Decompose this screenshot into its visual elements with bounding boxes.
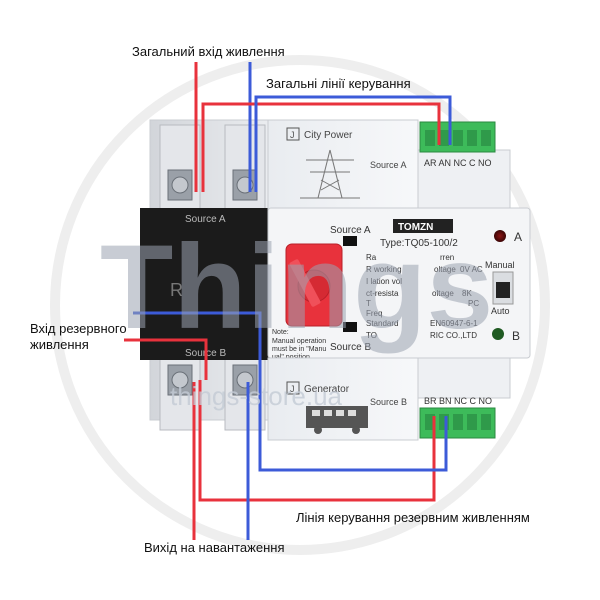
manufacturer: TO	[366, 331, 377, 340]
brand-logo: TOMZN	[398, 222, 433, 233]
city-power-logo-box	[286, 127, 300, 141]
generator-label: Generator	[304, 384, 350, 395]
manufacturer-b: RIC CO.,LTD	[430, 331, 477, 340]
label-backup-input-line2: живлення	[30, 337, 89, 352]
wire-main-control-red	[201, 102, 441, 192]
mode-switch-knob[interactable]	[496, 282, 510, 298]
indicator-a-led	[494, 230, 506, 242]
brand-logo-box	[393, 219, 453, 233]
wire-main-control-blue	[254, 95, 452, 192]
indicator-a-label: A	[514, 230, 522, 244]
spec-line4c: 8K	[462, 289, 472, 298]
terminal-block-b	[419, 407, 496, 439]
spec-line1b: rren	[440, 253, 454, 262]
wire-backup-input-red	[124, 338, 208, 380]
spec-line3: I lation vol	[366, 277, 402, 286]
label-backup-input-line1: Вхід резервного	[30, 321, 127, 336]
watermark-main: Things	[100, 220, 493, 354]
note-title: Note:	[272, 329, 289, 336]
power-tower-icon	[300, 149, 360, 199]
label-backup-input: Вхід резервного живлення	[30, 321, 127, 353]
spec-line2c: 0V AC	[460, 265, 483, 274]
note-line2: must be in "Manu	[272, 346, 326, 353]
lower-source-b-label: Source B	[370, 397, 407, 407]
city-power-label: City Power	[304, 130, 353, 141]
wire-backup-input-blue	[133, 311, 262, 380]
handle-slot-top	[343, 236, 357, 246]
module-lower-step	[417, 357, 511, 399]
spec-table: Ra rren R working oltage 0V AC I lation …	[366, 253, 483, 340]
terminal-a-labels: AR AN NC C NO	[424, 158, 492, 168]
generator-logo-mark: J	[290, 384, 295, 394]
label-main-control: Загальні лінії керування	[266, 76, 411, 91]
breaker-r-label: R	[170, 280, 183, 300]
module-upper-block	[267, 119, 419, 211]
breaker-bottom-terminals	[159, 354, 266, 431]
wire-backup-control-blue	[258, 380, 448, 472]
generator-logo-box	[286, 381, 300, 395]
label-load-output: Вихід на навантаження	[144, 540, 285, 555]
device-type: Type:TQ05-100/2	[380, 238, 458, 249]
note-line1: Manual operation	[272, 338, 326, 345]
terminal-b-labels: BR BN NC C NO	[424, 396, 492, 406]
indicator-b-led	[492, 328, 504, 340]
upper-source-a-label: Source A	[370, 160, 407, 170]
label-backup-control: Лінія керування резервним живленням	[296, 510, 530, 525]
spec-line2b: oltage	[434, 265, 456, 274]
handle-slot-bottom	[343, 322, 357, 332]
spec-line2: R working	[366, 265, 402, 274]
breaker-top-terminals	[159, 124, 266, 211]
breaker-body	[140, 208, 272, 360]
spec-line4: ct-resista	[366, 289, 399, 298]
indicator-b-label: B	[512, 329, 520, 343]
manual-handle[interactable]	[285, 243, 343, 327]
city-power-logo-mark: J	[290, 130, 295, 140]
main-source-a-label: Source A	[330, 225, 371, 236]
wires	[124, 62, 452, 540]
label-main-input: Загальний вхід живлення	[132, 44, 285, 59]
watermark-circle	[50, 55, 550, 555]
generator-icon	[306, 406, 368, 434]
auto-label: Auto	[491, 306, 510, 316]
manual-label: Manual	[485, 260, 515, 270]
spec-line5: T	[366, 299, 371, 308]
wire-backup-control-red	[198, 380, 436, 502]
spec-line4b: oltage	[432, 289, 454, 298]
breaker-source-a-label: Source A	[185, 214, 226, 225]
spec-standard-value: EN60947-6-1	[430, 319, 478, 328]
main-source-b-label: Source B	[330, 342, 371, 353]
spec-line6: Freq	[366, 309, 382, 318]
spec-standard: Standard	[366, 319, 398, 328]
watermark-url: things-store.ua	[170, 381, 343, 411]
spec-line1: Ra	[366, 253, 377, 262]
terminal-block-a	[419, 121, 496, 153]
module-upper-step	[417, 149, 511, 211]
spec-line5b: PC	[468, 299, 479, 308]
